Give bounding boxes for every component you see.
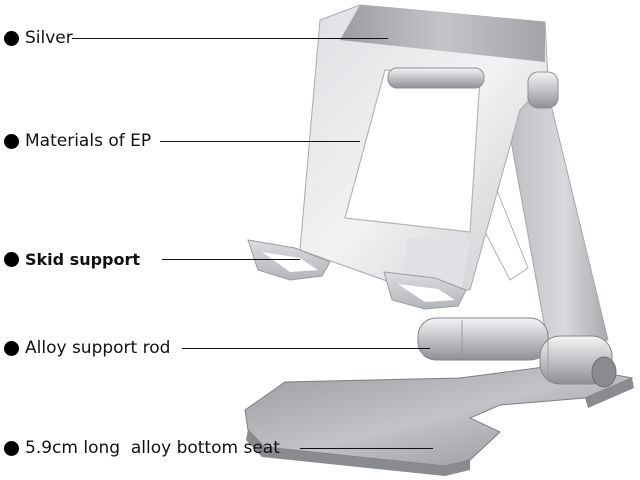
callout-label: Skid support <box>25 249 141 269</box>
callout-skid-support: Skid support <box>0 245 140 273</box>
callout-label: 5.9cm long alloy bottom seat <box>25 438 280 458</box>
leader-line-materials <box>160 141 360 142</box>
callout-bottom-seat: 5.9cm long alloy bottom seat <box>0 434 280 462</box>
bullet-icon <box>4 340 19 356</box>
callout-materials: Materials of EP <box>0 127 151 155</box>
alloy-support-rod <box>417 317 617 388</box>
callout-label: Alloy support rod <box>25 338 171 358</box>
bullet-icon <box>4 440 19 456</box>
bottom-seat <box>244 364 634 476</box>
callout-support-rod: Alloy support rod <box>0 334 170 362</box>
leader-line-skid <box>162 259 300 260</box>
callout-label: Silver <box>25 28 73 48</box>
leader-line-silver <box>72 38 388 39</box>
upper-hinge <box>387 67 559 109</box>
skid-supports <box>247 239 467 310</box>
leader-line-rod <box>182 348 430 349</box>
bullet-icon <box>4 133 19 149</box>
front-panel <box>299 4 549 291</box>
bullet-icon <box>4 30 19 46</box>
bullet-icon <box>4 251 19 267</box>
callout-label: Materials of EP <box>25 131 152 151</box>
callout-silver: Silver <box>0 24 73 52</box>
leader-line-base <box>300 448 433 449</box>
